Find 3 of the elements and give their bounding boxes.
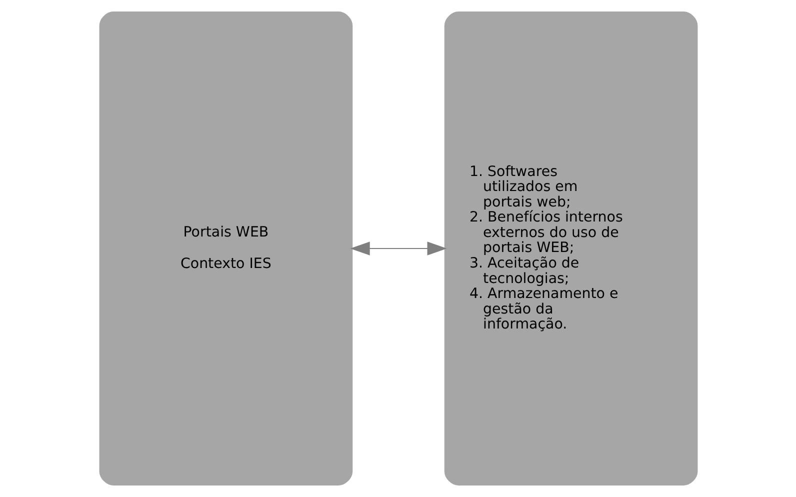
node-box: 1. Softwares utilizados em portais web; 2. Benefícios internos externos do uso de portais WEB; 3. Aceitação de tecnologias; 4. Armazenamento e gestão da informação. — [444, 12, 698, 486]
node-box: Portais WEB Contexto IES — [98, 12, 352, 486]
arrow — [350, 242, 446, 256]
